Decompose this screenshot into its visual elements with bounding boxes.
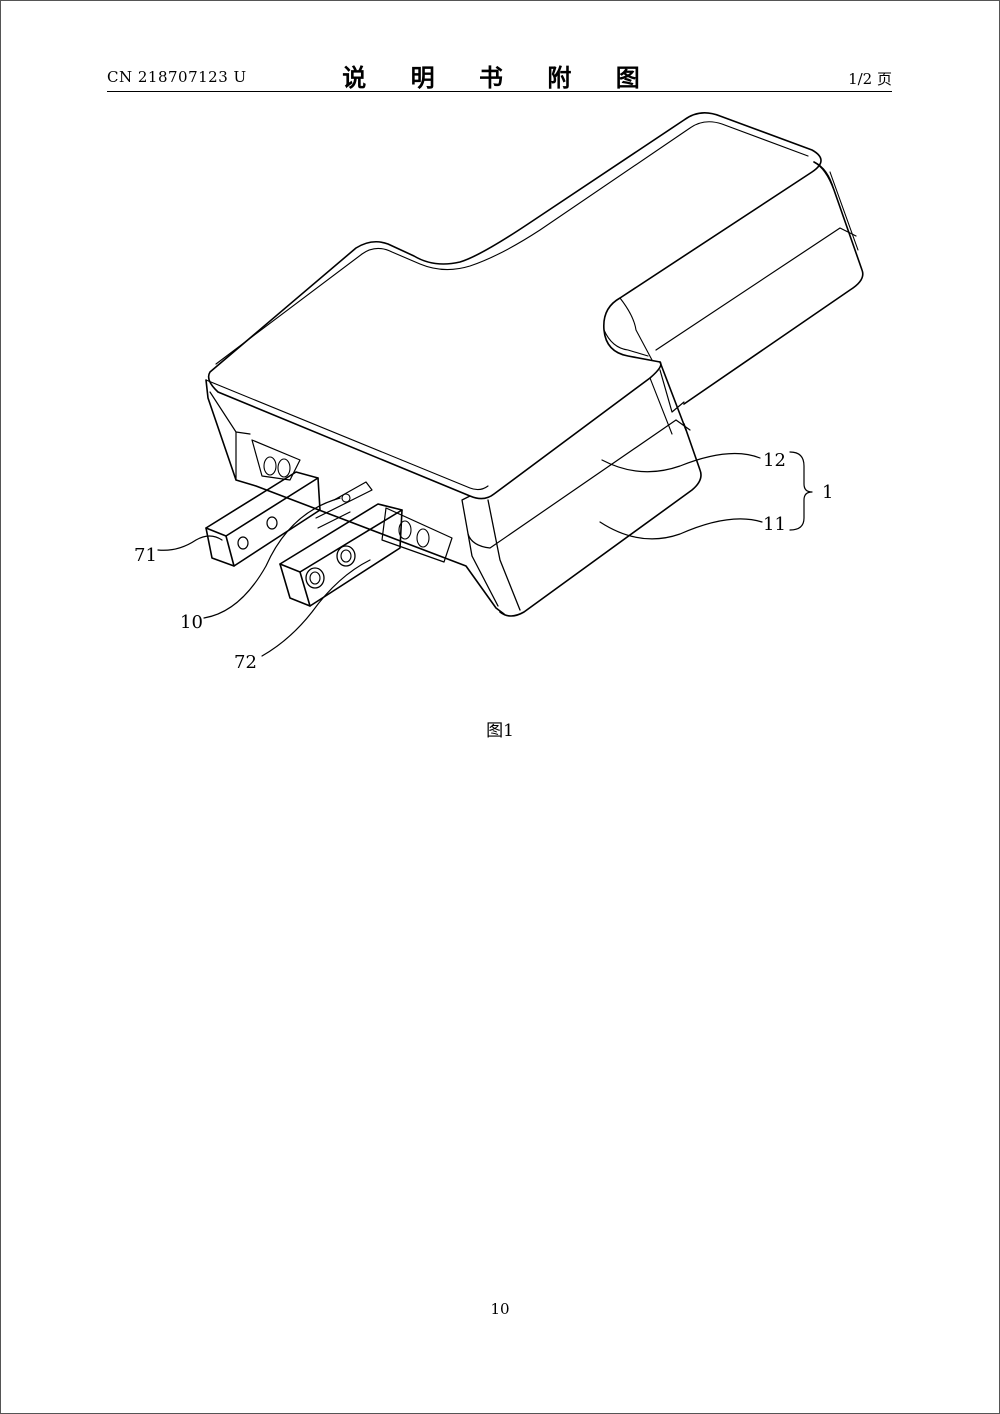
plug-prong-71 [205,471,321,567]
device-body [205,112,864,617]
leader-lines [157,451,813,657]
label-72: 72 [234,652,257,673]
patent-number: CN 218707123 U [107,68,247,86]
label-10: 10 [180,612,203,633]
label-71: 71 [134,545,157,566]
figure-caption: 图1 [486,721,514,741]
page-number: 10 [490,1300,510,1318]
page-title: 说 明 书 附 图 [342,64,658,92]
header-rule [107,91,892,92]
hinge-10 [315,481,373,529]
plug-prong-72 [279,503,430,607]
label-11: 11 [763,514,786,535]
page-indicator: 1/2 页 [848,70,892,88]
label-12: 12 [763,450,786,471]
label-1: 1 [822,482,833,503]
